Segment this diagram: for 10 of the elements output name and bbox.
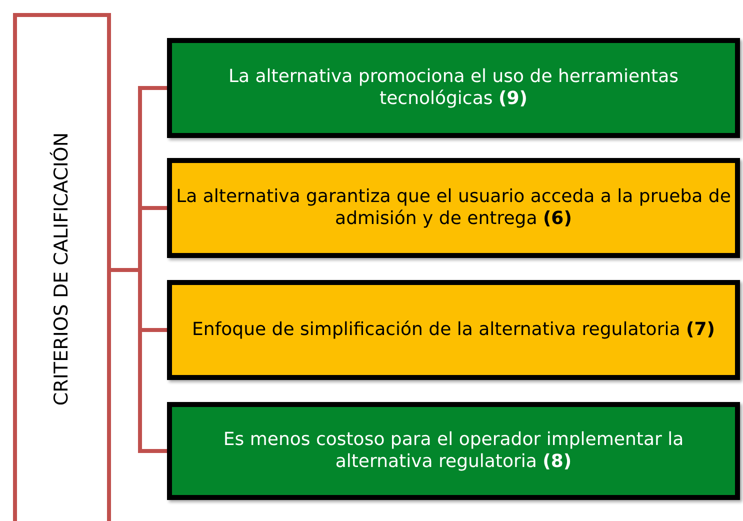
criterion-box bbox=[167, 158, 740, 258]
criterion-text: Es menos costoso para el operador implementar la alternativa regulatoria (8) bbox=[222, 428, 685, 474]
criterion-box bbox=[167, 402, 740, 500]
panel-title: CRITERIOS DE CALIFICACIÓN bbox=[51, 132, 73, 406]
category-panel bbox=[13, 13, 111, 521]
criterion-text: Enfoque de simplificación de la alternativa regulatoria (7) bbox=[191, 318, 716, 342]
criterion-text: La alternativa garantiza que el usuario acceda a la prueba de admisión y de entrega (6) bbox=[175, 186, 732, 230]
criterion-box bbox=[167, 38, 740, 138]
criterion-text: La alternativa promociona el uso de herramientas tecnológicas (9) bbox=[227, 66, 680, 110]
criterion-box bbox=[167, 280, 740, 380]
